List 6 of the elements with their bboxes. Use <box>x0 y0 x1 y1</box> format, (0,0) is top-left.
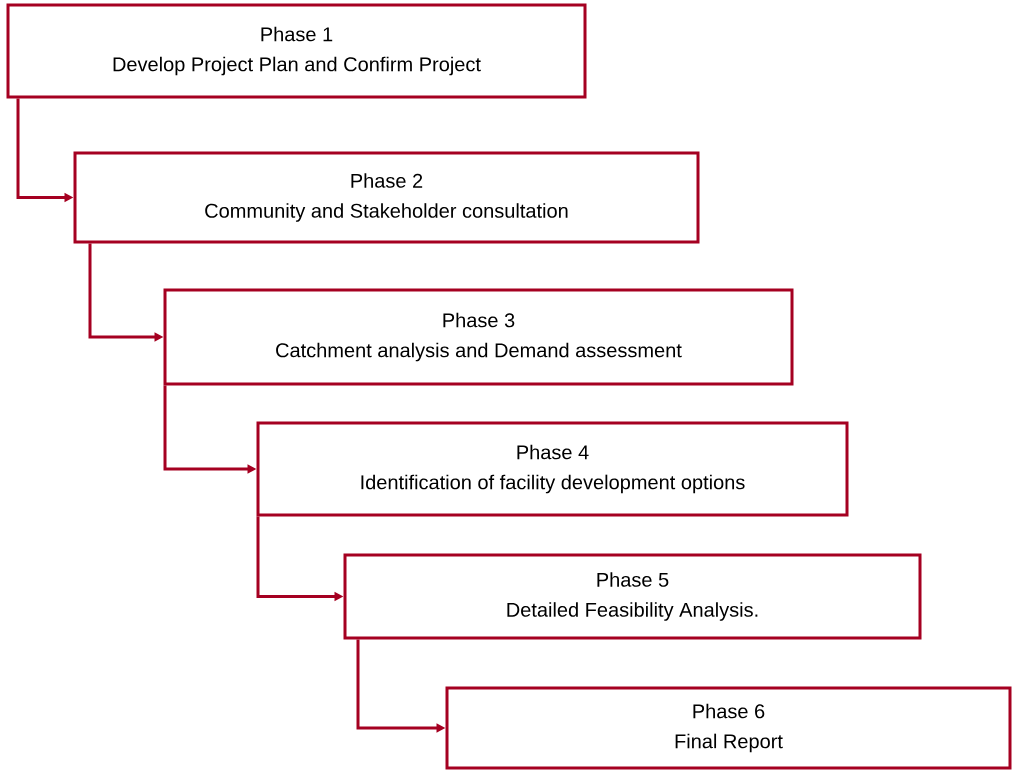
phase-box: Phase 2 Community and Stakeholder consultation <box>73 151 700 244</box>
phase-box: Phase 5 Detailed Feasibility Analysis. <box>343 553 922 640</box>
phase-box: Phase 6 Final Report <box>445 686 1012 770</box>
phase-box: Phase 1 Develop Project Plan and Confirm Project <box>6 3 587 99</box>
phase-box: Phase 3 Catchment analysis and Demand assessment <box>163 288 794 386</box>
phase-box: Phase 4 Identification of facility development options <box>256 421 849 517</box>
